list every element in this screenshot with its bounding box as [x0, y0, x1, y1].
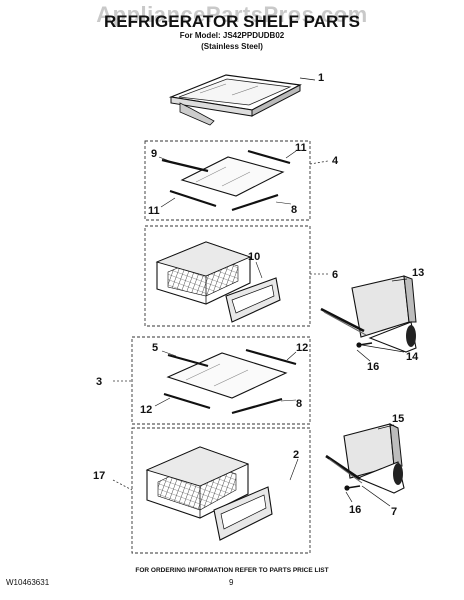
model-finish: (Stainless Steel): [201, 42, 263, 51]
callout-11-top: 11: [295, 142, 307, 154]
part-glass-shelf-group-3: [163, 348, 297, 415]
callout-16-lower: 16: [349, 504, 361, 516]
callout-14: 14: [406, 351, 419, 363]
callout-1: 1: [318, 72, 324, 84]
part-15-7-slide-assembly-lower: [325, 423, 405, 494]
group-4-box: [144, 140, 311, 221]
callout-13: 13: [412, 267, 424, 279]
callout-12-bottom: 12: [140, 404, 152, 416]
callout-3: 3: [96, 376, 102, 388]
callout-6: 6: [332, 269, 338, 281]
group-3-box: [131, 336, 311, 425]
callout-9: 9: [151, 148, 157, 160]
callout-7: 7: [391, 506, 397, 518]
callout-11-bottom: 11: [148, 205, 160, 217]
page-title: REFRIGERATOR SHELF PARTS: [104, 12, 360, 31]
part-13-14-slide-assembly-upper: [320, 275, 417, 353]
callout-4: 4: [332, 155, 339, 167]
part-17-lower-drawer: [145, 446, 273, 541]
group-17-box: [131, 427, 311, 554]
callout-2: 2: [293, 449, 299, 461]
part-1-glass-shelf-assembly: [168, 74, 316, 126]
group-6-box: [144, 225, 311, 327]
page-number: 9: [229, 578, 234, 587]
callout-8-bottom: 8: [296, 398, 302, 410]
callout-10: 10: [248, 251, 260, 263]
watermark: AppliancePartsPros.com: [96, 2, 368, 27]
part-glass-shelf-group-4: [161, 149, 291, 212]
callout-5: 5: [152, 342, 158, 354]
model-number: For Model: JS42PPDUDB02: [179, 31, 285, 40]
ordering-info: FOR ORDERING INFORMATION REFER TO PARTS …: [135, 567, 329, 574]
callout-16-upper: 16: [367, 361, 379, 373]
callout-15: 15: [392, 413, 404, 425]
part-10-crisper-drawer: [155, 241, 281, 323]
callout-12-top: 12: [296, 342, 308, 354]
callout-8-top: 8: [291, 204, 297, 216]
callout-17: 17: [93, 470, 105, 482]
document-number: W10463631: [6, 578, 50, 587]
